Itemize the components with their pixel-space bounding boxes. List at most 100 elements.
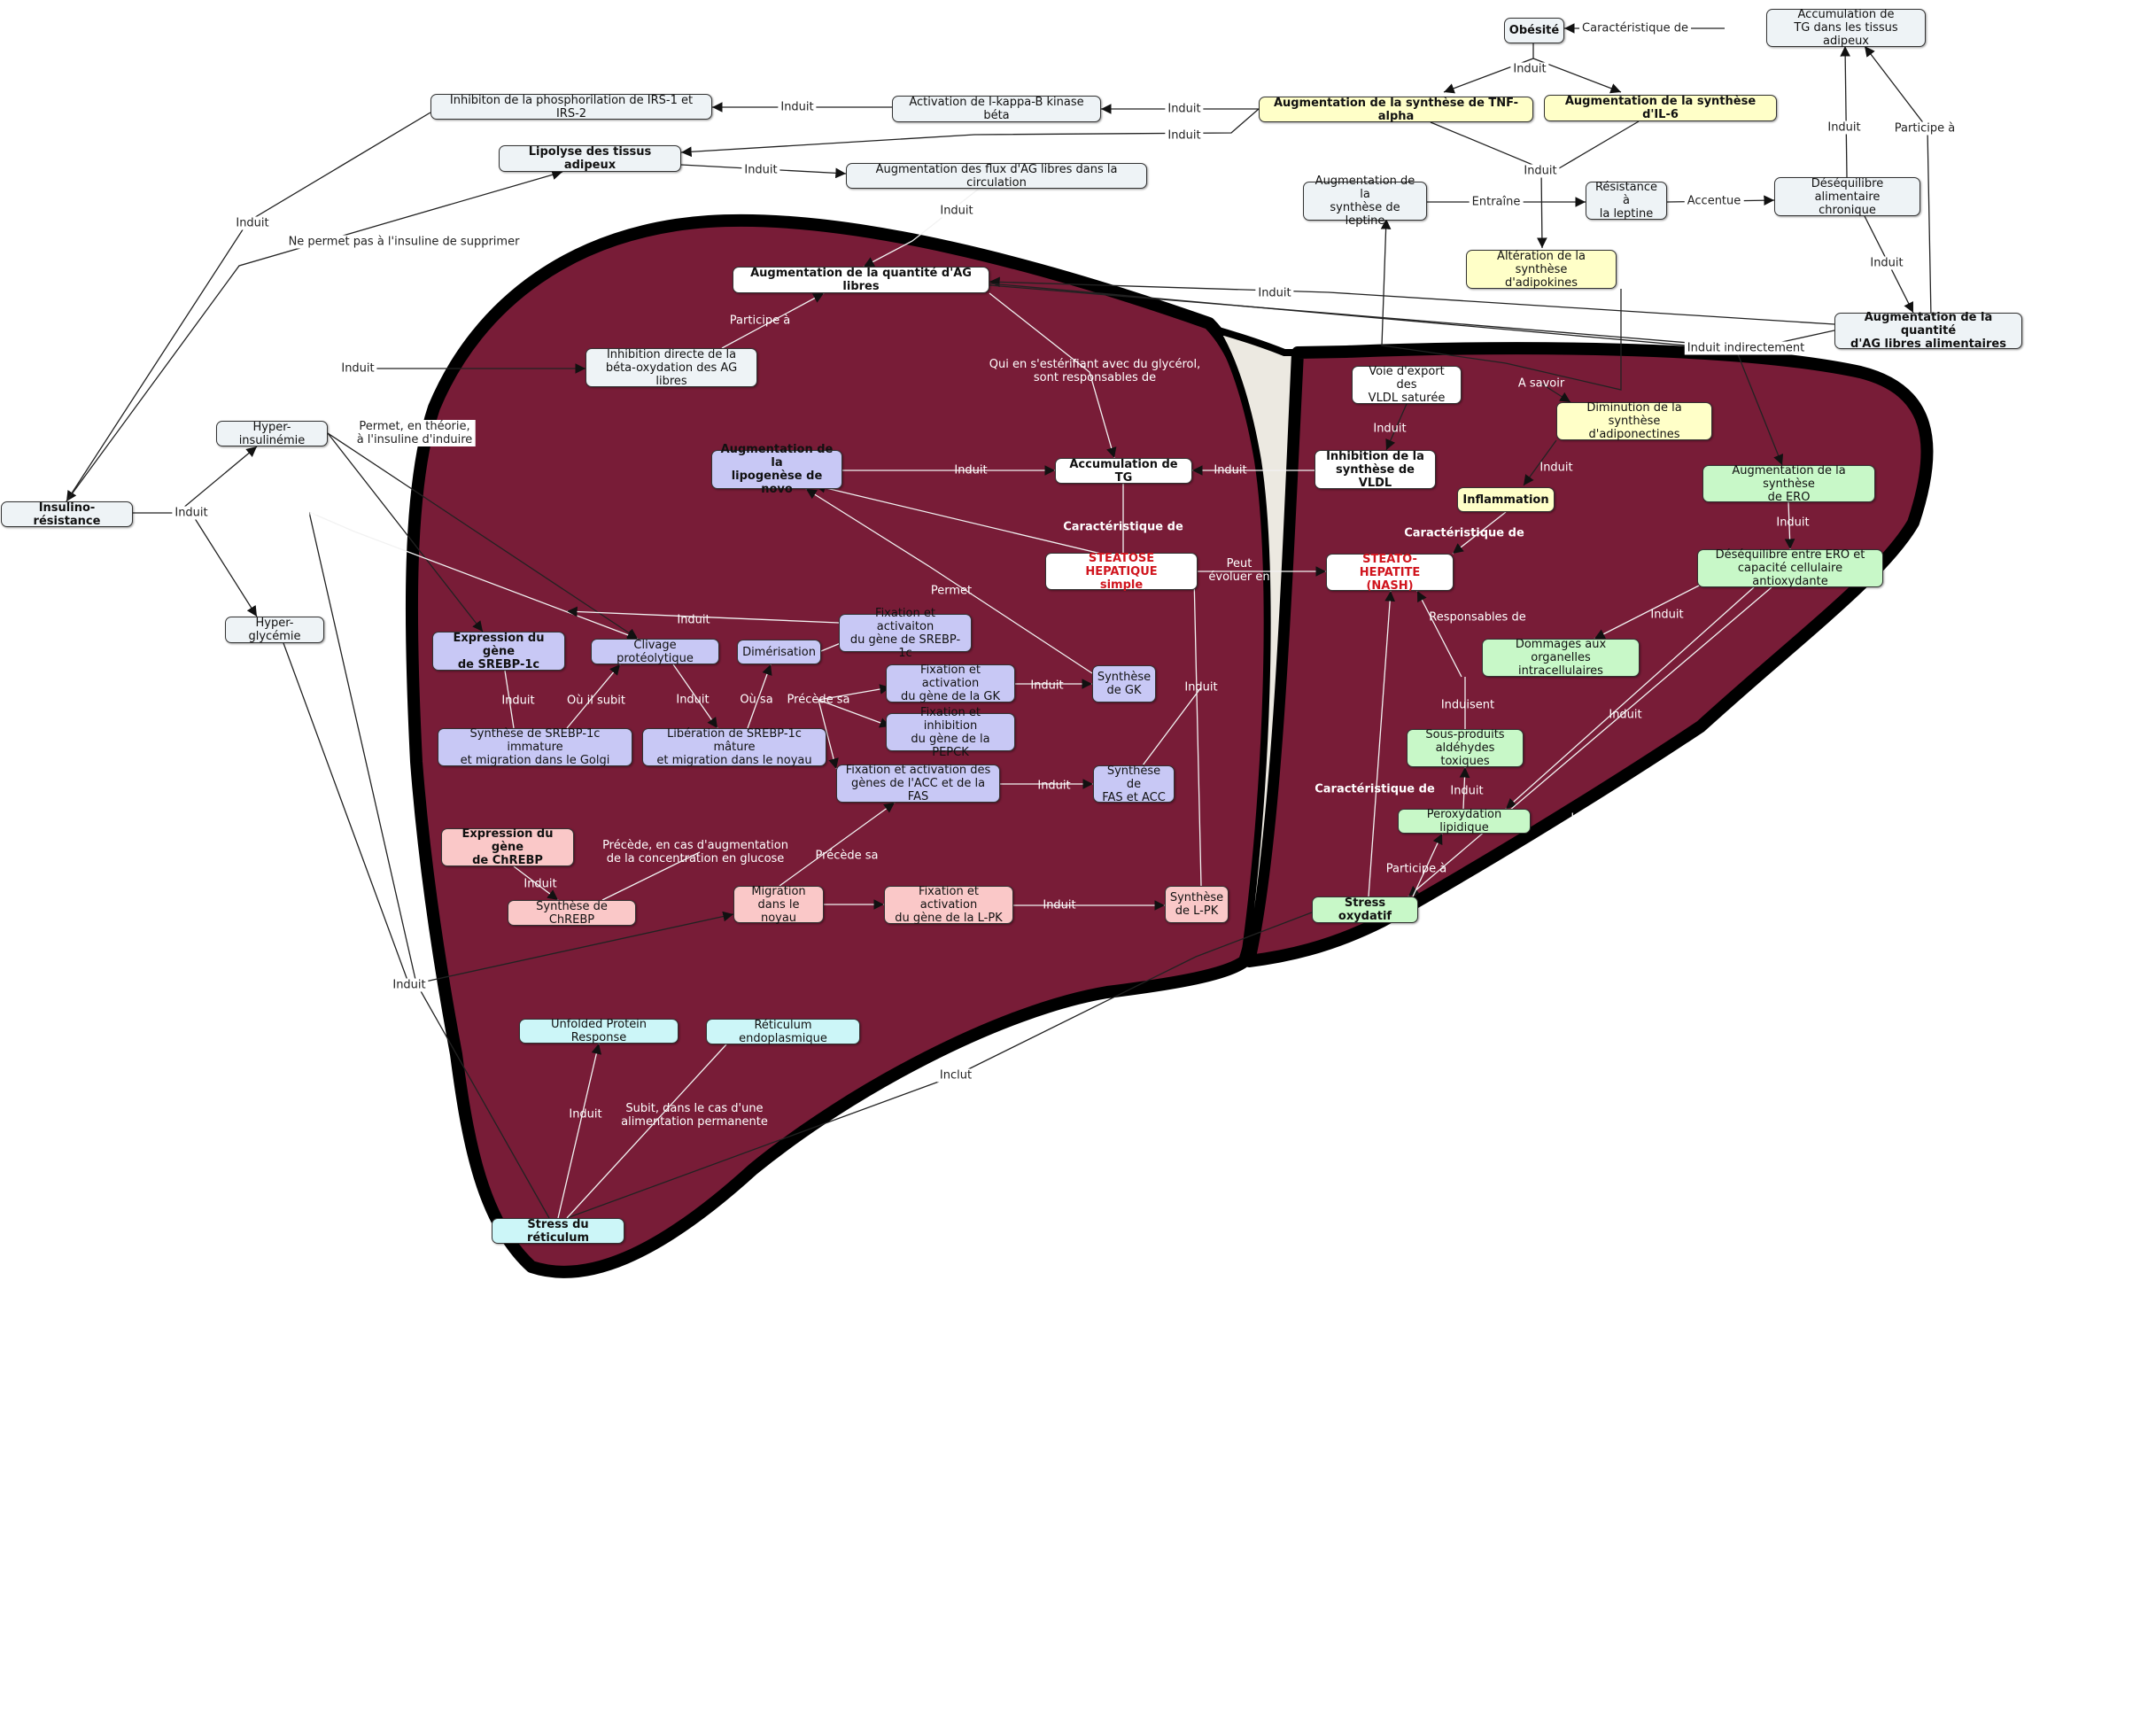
node-stress-oxydatif[interactable]: Stress oxydatif	[1312, 896, 1418, 923]
node-synthese-fas-acc[interactable]: Synthèse de FAS et ACC	[1093, 764, 1175, 804]
node-diminution-adiponectines[interactable]: Diminution de la synthèse d'adiponectine…	[1556, 401, 1712, 441]
label-caracteristique-nash: Caractéristique de	[1404, 526, 1524, 540]
connector-line	[747, 664, 772, 729]
label-caracteristique-stress: Caractéristique de	[1315, 782, 1435, 796]
node-desequilibre-alimentaire[interactable]: Déséquilibre alimentaire chronique	[1774, 177, 1920, 217]
connector-line	[566, 912, 1313, 1219]
node-accumulation-tg[interactable]: Accumulation de TG	[1055, 458, 1192, 485]
node-hyper-glycemie[interactable]: Hyper-glycémie	[225, 617, 324, 643]
node-peroxydation-lipidique[interactable]: Peroxydation lipidique	[1398, 808, 1531, 834]
node-hyper-insulinemie[interactable]: Hyper-insulinémie	[216, 421, 328, 447]
label-participe-a-top: Participe à	[1891, 121, 1958, 136]
node-inhibition-beta-oxydation[interactable]: Inhibition directe de la béta-oxydation …	[586, 348, 757, 388]
node-lipolyse-tissus-adipeux[interactable]: Lipolyse des tissus adipeux	[499, 145, 681, 172]
node-unfolded-protein-response[interactable]: Unfolded Protein Response	[519, 1018, 679, 1044]
node-fixation-gene-lpk[interactable]: Fixation et activation du gène de la L-P…	[884, 885, 1013, 925]
node-lipogenese-de-novo[interactable]: Augmentation de la lipogenèse de novo	[711, 443, 842, 496]
label-induit-lpk: Induit	[1043, 898, 1076, 912]
label-induit-clivage: Induit	[676, 693, 710, 707]
node-migration-noyau[interactable]: Migration dans le noyau	[733, 885, 824, 925]
node-synthese-srebp-immature[interactable]: Synthèse de SREBP-1c immature et migrati…	[438, 727, 632, 767]
label-induit-lipolyse: Induit	[1165, 128, 1204, 143]
label-induit-deseq-accum: Induit	[1825, 120, 1864, 135]
label-induit-lpk-right: Induit	[1184, 680, 1218, 695]
node-expression-gene-srebp[interactable]: Expression du gène de SREBP-1c	[432, 632, 565, 671]
label-induit-vldl: Induit	[1373, 422, 1407, 436]
node-synthese-leptine[interactable]: Augmentation de la synthèse de leptine	[1303, 175, 1427, 228]
label-peut-evoluer: Peut évoluer en	[1208, 557, 1270, 584]
node-reticulum-endoplasmique[interactable]: Réticulum endoplasmique	[706, 1019, 860, 1045]
node-desequilibre-ero[interactable]: Déséquilibre entre ERO et capacité cellu…	[1697, 548, 1883, 588]
connector-line	[1840, 45, 1851, 178]
node-inhibition-irs[interactable]: Inhibiton de la phosphorilation de IRS-1…	[430, 94, 712, 120]
node-ag-libres-alimentaires[interactable]: Augmentation de la quantité d'AG libres …	[1834, 311, 2022, 351]
label-precede-sa-2: Précède sa	[815, 849, 879, 863]
label-induit-perox-ald: Induit	[1450, 784, 1484, 798]
node-alteration-adipokines[interactable]: Altération de la synthèse d'adipokines	[1466, 250, 1617, 290]
node-fixation-gene-srebp[interactable]: Fixation et activaiton du gène de SREBP-…	[839, 607, 972, 660]
node-accumulation-tg-adipeux[interactable]: Accumulation de TG dans les tissus adipe…	[1766, 8, 1926, 48]
label-ne-permet-pas: Ne permet pas à l'insuline de supprimer	[285, 235, 523, 249]
label-induit-chrebp: Induit	[523, 877, 557, 891]
node-stress-reticulum[interactable]: Stress du réticulum	[492, 1218, 624, 1245]
label-precede-sa-1: Précède sa	[787, 693, 850, 707]
node-inflammation[interactable]: Inflammation	[1457, 487, 1555, 512]
connector-line	[818, 699, 839, 770]
node-resistance-leptine[interactable]: Résistance à la leptine	[1586, 181, 1667, 221]
node-expression-gene-chrebp[interactable]: Expression du gène de ChREBP	[441, 827, 574, 867]
node-steato-hepatite-nash[interactable]: STEATO-HEPATITE (NASH)	[1326, 553, 1454, 593]
node-fixation-genes-acc-fas[interactable]: Fixation et activation des gènes de l'AC…	[836, 764, 1000, 803]
label-induit-obesite: Induit	[1510, 62, 1549, 76]
connector-line	[66, 169, 563, 502]
node-fixation-gene-gk[interactable]: Fixation et activation du gène de la GK	[886, 664, 1015, 703]
label-ou-il-subit: Où il subit	[567, 694, 625, 708]
connector-line	[1142, 687, 1202, 766]
connector-line	[601, 851, 701, 901]
node-insulino-resistance[interactable]: Insulino-résistance	[1, 501, 133, 528]
label-a-savoir: A savoir	[1517, 376, 1565, 391]
node-dommages-organelles[interactable]: Dommages aux organelles intracellulaires	[1482, 638, 1640, 678]
label-induit-ikb-irs: Induit	[778, 100, 817, 114]
connector-line	[1505, 586, 1755, 810]
label-qui-esterifiant: Qui en s'estérifiant avec du glycérol, s…	[989, 358, 1201, 384]
node-inhibition-synthese-vldl[interactable]: Inhibition de la synthèse de VLDL	[1315, 450, 1436, 490]
node-obesite[interactable]: Obésité	[1504, 18, 1564, 43]
label-induit-tnf-leptine: Induit	[1521, 164, 1560, 178]
node-dimerisation[interactable]: Dimérisation	[737, 640, 821, 664]
node-synthese-chrebp[interactable]: Synthèse de ChREBP	[508, 900, 636, 927]
connector-line	[327, 432, 484, 633]
connector-line	[557, 1043, 602, 1219]
connector-line	[133, 446, 258, 514]
label-entraine: Entraîne	[1469, 195, 1524, 209]
label-induisent: Induisent	[1440, 698, 1495, 712]
node-aldehydes-toxiques[interactable]: Sous-produits aldéhydes toxiques	[1407, 728, 1524, 768]
node-activation-ikb-kinase[interactable]: Activation de I-kappa-B kinase béta	[892, 96, 1101, 122]
connector-line	[1412, 833, 1443, 897]
connector-line	[190, 512, 258, 617]
node-steatose-hepatique[interactable]: STEATOSE HEPATIQUE simple	[1045, 552, 1198, 592]
connector-line	[863, 188, 980, 268]
label-induit-irs-ir: Induit	[233, 216, 272, 230]
connector-line	[1380, 218, 1622, 391]
node-clivage-proteolytique[interactable]: Clivage protéolytique	[591, 639, 719, 665]
node-synthese-ero[interactable]: Augmentation de la synthèse de ERO	[1702, 464, 1875, 504]
connector-line	[989, 276, 1835, 325]
node-synthese-tnf-alpha[interactable]: Augmentation de la synthèse de TNF-alpha	[1259, 97, 1533, 123]
node-voie-export-vldl[interactable]: Voie d'export des VLDL saturée	[1352, 365, 1462, 405]
node-synthese-gk[interactable]: Synthèse de GK	[1092, 665, 1156, 702]
connector-line	[1540, 383, 1571, 403]
connector-line	[504, 670, 515, 729]
node-synthese-lpk[interactable]: Synthèse de L-PK	[1165, 886, 1229, 923]
connector-line	[818, 684, 891, 701]
label-induit-hyper-beta: Induit	[338, 361, 377, 376]
connector-line	[1523, 439, 1557, 486]
node-liberation-srebp-mature[interactable]: Libération de SREBP-1c mâture et migrati…	[642, 727, 826, 767]
label-induit-tnf-ikb: Induit	[1165, 102, 1204, 116]
label-caracteristique-de-1: Caractéristique de	[1579, 21, 1691, 35]
node-synthese-il6[interactable]: Augmentation de la synthèse d'IL-6	[1544, 95, 1777, 121]
connector-line	[1459, 766, 1470, 810]
node-flux-ag-libres[interactable]: Augmentation des flux d'AG libres dans l…	[846, 163, 1147, 190]
node-fixation-gene-pepck[interactable]: Fixation et inhibition du gène de la PEP…	[886, 706, 1015, 759]
label-induit-srebp-fix: Induit	[677, 613, 710, 627]
node-quantite-ag-libres[interactable]: Augmentation de la quantité d'AG libres	[733, 267, 989, 293]
